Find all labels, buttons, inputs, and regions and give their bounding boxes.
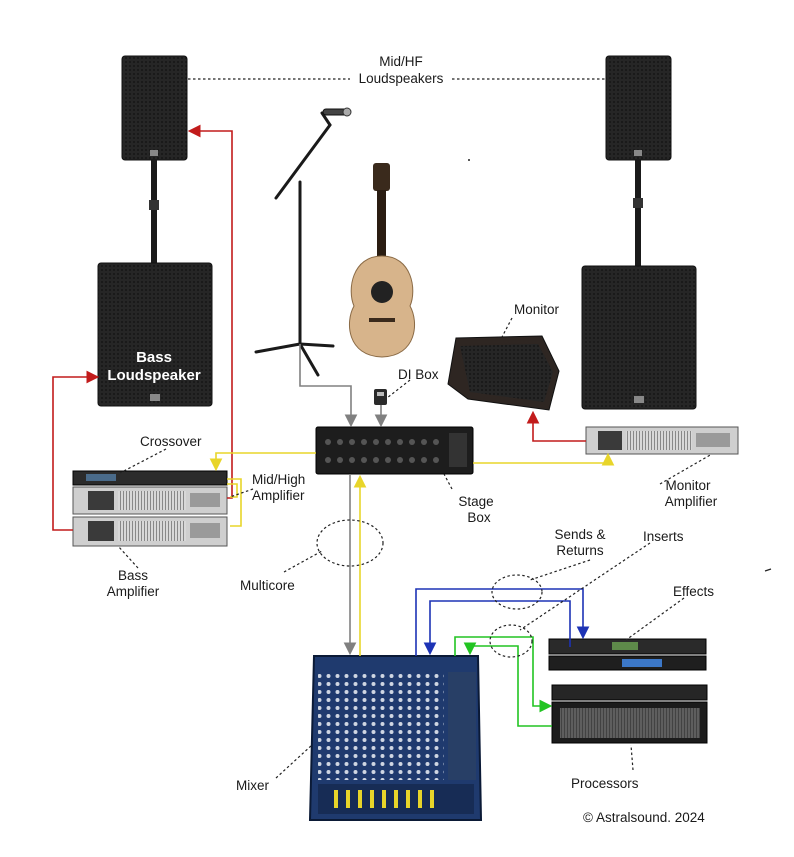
monitor-amplifier (585, 426, 739, 455)
multicore-ellipse (316, 519, 384, 567)
microphone-stand (254, 111, 335, 377)
wire-crossover-to-midhigh (227, 483, 238, 498)
label-effects: Effects (673, 584, 714, 599)
processors-unit (551, 684, 708, 744)
wire-stagebox-to-monitor-amp (473, 452, 615, 466)
right-bass-loudspeaker (581, 265, 697, 410)
left-mid-hf-loudspeaker (121, 55, 188, 161)
wire-insert-send (454, 636, 553, 713)
label-midhf-1: Mid/HF (379, 54, 423, 69)
label-sends-2: Returns (556, 543, 604, 558)
bass-loudspeaker (97, 262, 213, 407)
label-mixer: Mixer (236, 778, 270, 793)
crossover-unit (72, 470, 228, 486)
label-bass-speaker-1: Bass (136, 349, 172, 366)
label-crossover: Crossover (140, 434, 202, 449)
wire-monitor-amp-to-monitor (526, 410, 586, 442)
label-bass-amp-2: Amplifier (107, 584, 160, 599)
right-speaker-pole (633, 160, 643, 266)
stage-box (315, 426, 474, 475)
label-monitor-amp-1: Monitor (665, 478, 711, 493)
label-copyright: © Astralsound. 2024 (583, 810, 705, 825)
label-bass-speaker-2: Loudspeaker (107, 367, 201, 384)
label-bass-amp-1: Bass (118, 568, 148, 583)
right-mid-hf-loudspeaker (605, 55, 672, 161)
microphone (322, 107, 352, 117)
wire-bass-amp-to-bass-speaker (52, 370, 100, 531)
left-speaker-pole (149, 160, 159, 264)
wire-return-from-effects (423, 600, 571, 656)
label-stage-box-2: Box (467, 510, 491, 525)
effects-unit (548, 638, 707, 671)
mid-high-amplifier (72, 486, 228, 515)
wire-mic-to-stagebox (299, 344, 358, 428)
label-stage-box-1: Stage (458, 494, 493, 509)
acoustic-guitar (348, 163, 416, 358)
di-box (374, 389, 387, 405)
label-midhf-2: Loudspeakers (359, 71, 444, 86)
wire-insert-return (463, 642, 552, 727)
label-di-box: DI Box (398, 367, 439, 382)
sends-returns-ellipse (491, 574, 543, 610)
wire-midhigh-to-left-top (187, 124, 233, 499)
inserts-ellipse (489, 624, 533, 658)
label-processors: Processors (571, 776, 639, 791)
bass-amplifier (72, 516, 228, 547)
label-midhigh-2: Amplifier (252, 488, 305, 503)
label-sends-1: Sends & (554, 527, 605, 542)
label-inserts: Inserts (643, 529, 684, 544)
label-midhigh-1: Mid/High (252, 472, 305, 487)
mixer-console (308, 655, 483, 821)
wire-crossover-to-amps (227, 478, 242, 527)
wire-send-to-effects (415, 588, 590, 656)
label-multicore: Multicore (240, 578, 295, 593)
monitor-wedge (447, 335, 560, 411)
wire-stagebox-to-crossover (209, 452, 316, 472)
label-monitor: Monitor (514, 302, 560, 317)
label-monitor-amp-2: Amplifier (665, 494, 718, 509)
